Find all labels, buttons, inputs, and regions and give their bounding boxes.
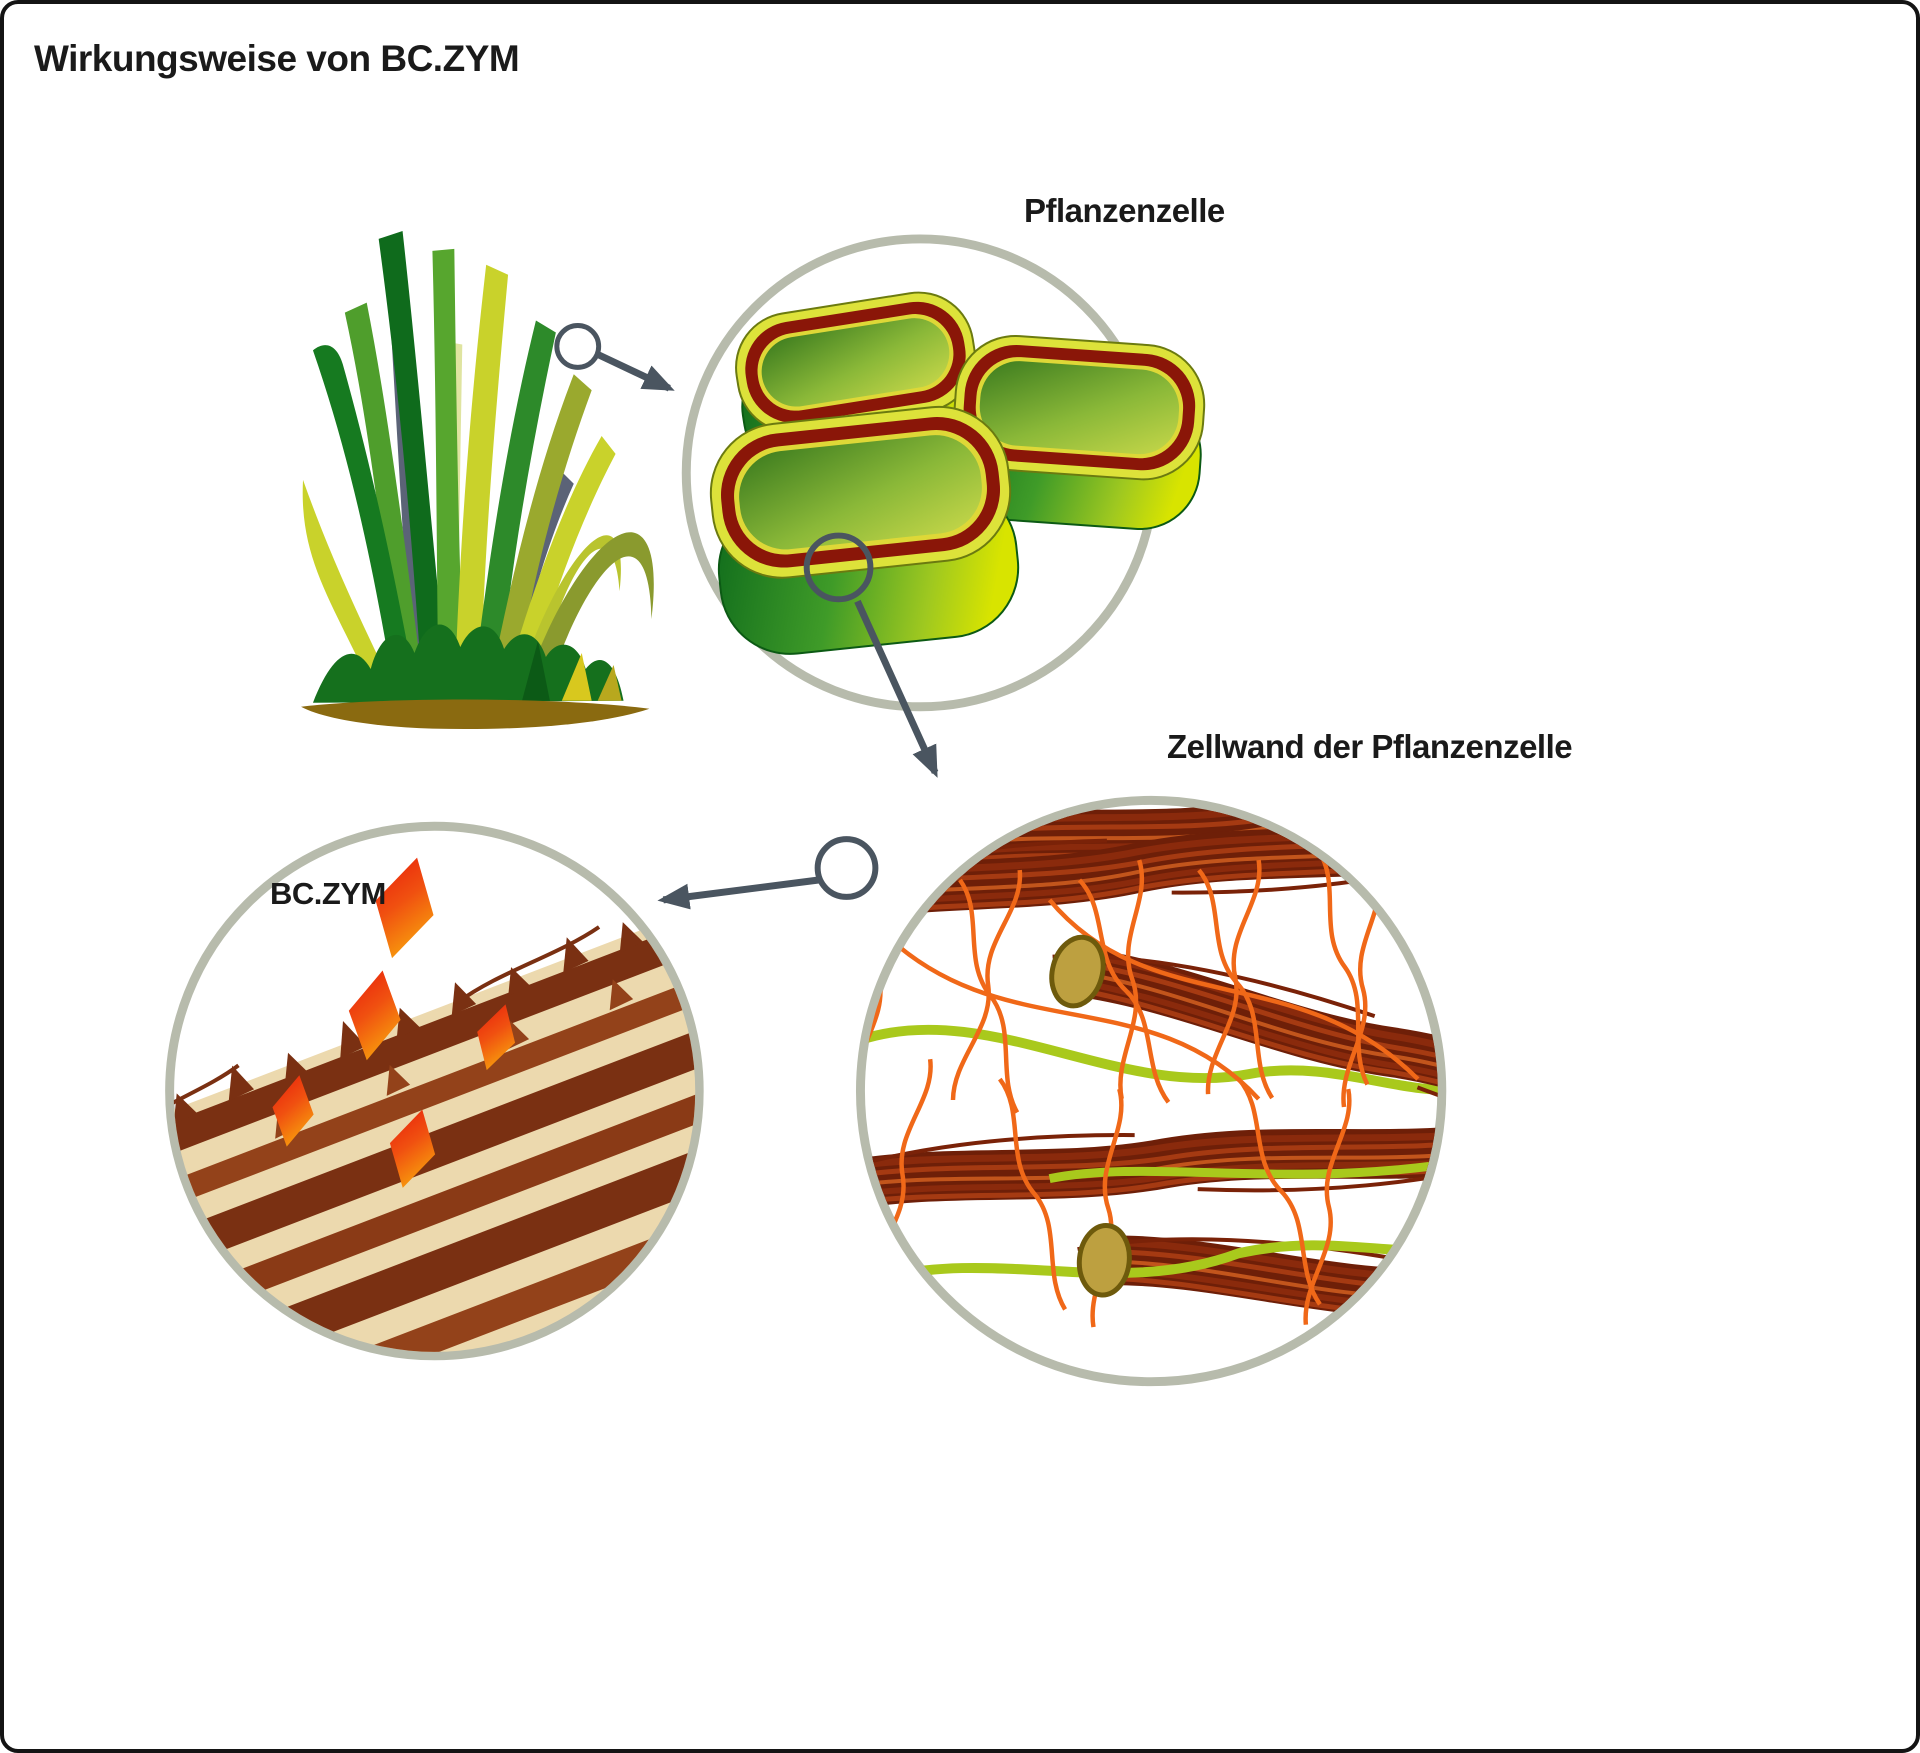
fiber-bundles [864, 772, 1438, 1368]
magnifier-circle-cell [803, 532, 874, 603]
plant-cells [709, 291, 1206, 655]
magnifier-circle-grass [554, 323, 602, 370]
diagram-title: Wirkungsweise von BC.ZYM [34, 38, 520, 79]
magnifier-circle-cellwall [814, 836, 879, 900]
grass-illustration [301, 230, 654, 730]
diagram-svg [165, 230, 1447, 1387]
label-enzyme: BC.ZYM [270, 876, 386, 911]
arrow-cell-to-cellwall [854, 599, 939, 778]
label-cell-wall: Zellwand der Pflanzenzelle [1167, 728, 1573, 765]
cell-wall-lens [855, 795, 1447, 1387]
fiber-end-caps [864, 934, 1132, 1298]
plant-cell-b [950, 334, 1206, 530]
arrow-grass-to-plant-cell [596, 351, 675, 392]
plant-cell-c [709, 405, 1020, 655]
arrow-cellwall-to-enzyme [657, 876, 820, 910]
label-plant-cell: Pflanzenzelle [1024, 192, 1225, 229]
